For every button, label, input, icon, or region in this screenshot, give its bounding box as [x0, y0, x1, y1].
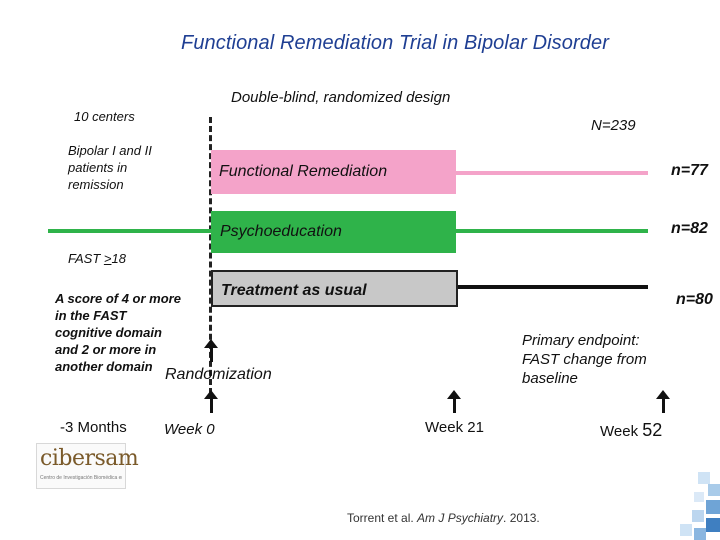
treatment-as-usual-n: n=80: [676, 291, 713, 308]
citation-authors: Torrent et al.: [347, 511, 418, 525]
functional-remediation-line: [456, 171, 648, 175]
total-n-label: N=239: [591, 117, 636, 134]
citation-journal: Am J Psychiatry: [417, 511, 504, 525]
week0-arrow-icon: [204, 390, 218, 413]
randomization-dashed-line: [209, 117, 212, 394]
decorative-squares: [680, 472, 720, 540]
cognitive-criterion: A score of 4 or more in the FAST cogniti…: [55, 290, 181, 375]
centers-label: 10 centers: [74, 109, 135, 124]
fast-criterion-prefix: FAST: [68, 251, 104, 266]
inclusion-line-2: patients in: [68, 160, 128, 175]
inclusion-line-3: remission: [68, 177, 124, 192]
treatment-as-usual-line: [458, 285, 648, 289]
fast-criterion: FAST >18: [68, 250, 126, 267]
psychoeducation-line: [456, 229, 648, 233]
primary-endpoint-line-3: baseline: [522, 370, 578, 387]
cognitive-line-3: cognitive domain: [55, 325, 162, 340]
randomization-label: Randomization: [165, 366, 272, 383]
randomization-arrow-icon: [204, 339, 218, 362]
primary-endpoint-line-1: Primary endpoint:: [522, 332, 640, 349]
timepoint-week21: Week 21: [425, 419, 484, 436]
cognitive-line-1: A score of 4 or more: [55, 291, 181, 306]
inclusion-criteria: Bipolar I and II patients in remission: [68, 142, 152, 193]
citation-year: . 2013.: [503, 511, 540, 525]
cognitive-line-2: in the FAST: [55, 308, 127, 323]
timepoint-week52-number: 52: [642, 420, 663, 440]
psychoeducation-n: n=82: [671, 220, 708, 237]
psychoeducation-preline: [48, 229, 211, 233]
design-label: Double-blind, randomized design: [231, 89, 451, 106]
functional-remediation-n: n=77: [671, 162, 708, 179]
timepoint-minus3-months: -3 Months: [60, 419, 127, 436]
cibersam-logo: cibersam Centro de Investigación Biomédi…: [36, 443, 139, 489]
primary-endpoint-line-2: FAST change from: [522, 351, 647, 368]
slide-title: Functional Remediation Trial in Bipolar …: [181, 32, 609, 54]
inclusion-line-1: Bipolar I and II: [68, 143, 152, 158]
timepoint-week0: Week 0: [164, 421, 215, 438]
fast-criterion-suffix: 18: [111, 251, 126, 266]
week52-arrow-icon: [656, 390, 670, 413]
cibersam-logo-tagline: Centro de Investigación Biomédica en Red…: [40, 475, 122, 481]
functional-remediation-label: Functional Remediation: [219, 163, 388, 180]
cognitive-line-4: and 2 or more in: [55, 342, 157, 357]
primary-endpoint: Primary endpoint: FAST change from basel…: [522, 331, 647, 388]
psychoeducation-box: [211, 211, 456, 253]
treatment-as-usual-box: [211, 270, 458, 307]
psychoeducation-label: Psychoeducation: [220, 223, 342, 240]
week21-arrow-icon: [447, 390, 461, 413]
fast-criterion-geq: >: [103, 251, 112, 266]
functional-remediation-box: [211, 150, 456, 194]
timepoint-week52: Week 52: [600, 420, 662, 441]
treatment-as-usual-label: Treatment as usual: [221, 282, 367, 299]
timepoint-week52-prefix: Week: [600, 423, 643, 440]
citation: Torrent et al. Am J Psychiatry. 2013.: [347, 511, 540, 525]
cibersam-logo-text: cibersam: [40, 446, 139, 471]
cognitive-line-5: another domain: [55, 359, 153, 374]
